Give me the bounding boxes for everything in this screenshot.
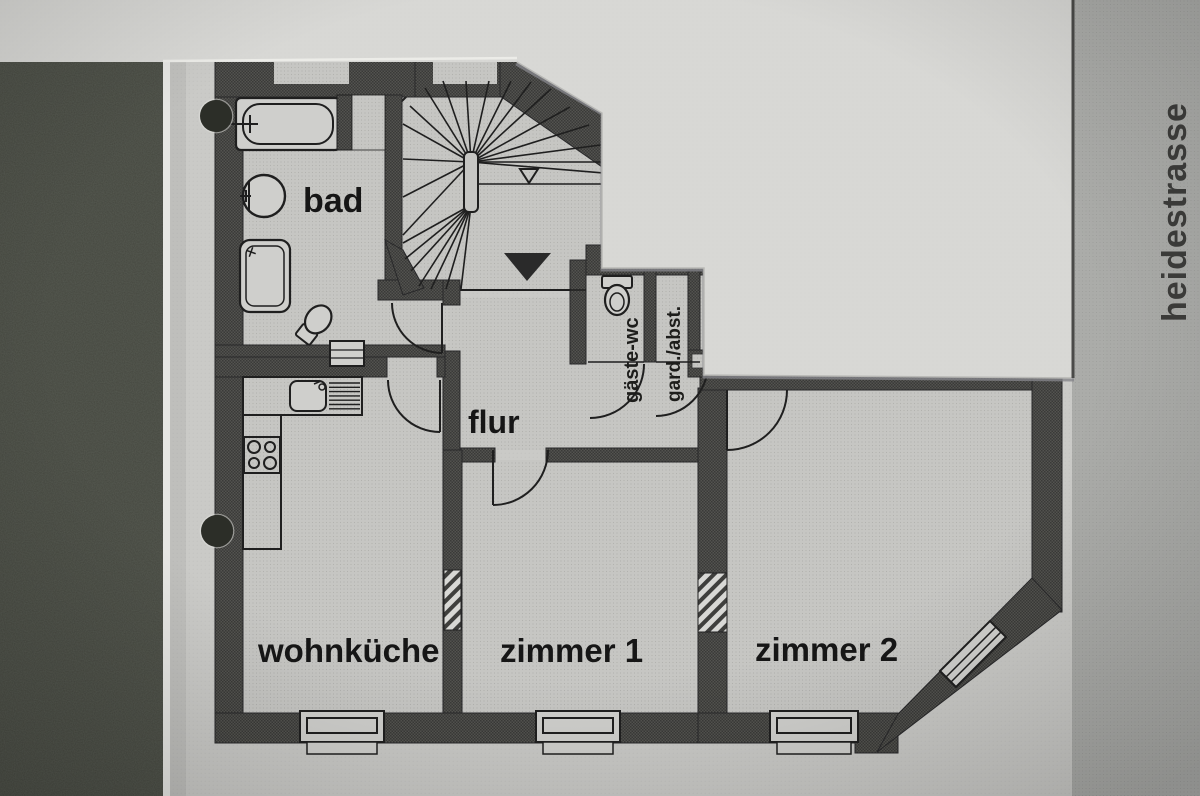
floor-plan-photo: heidestrasse [0,0,1200,796]
photo-vignette [0,0,1200,796]
